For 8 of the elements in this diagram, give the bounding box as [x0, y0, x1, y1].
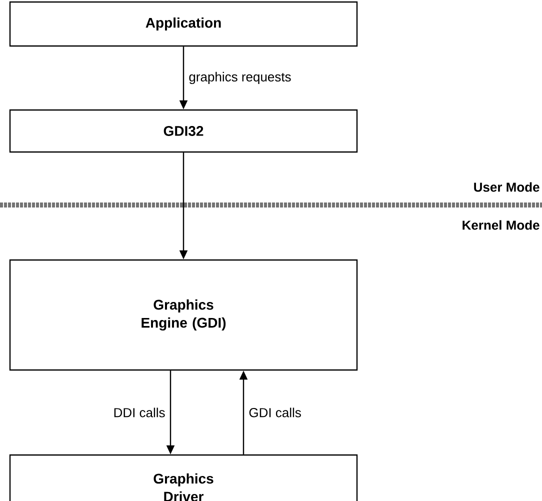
edge-label: DDI calls [114, 408, 165, 418]
mode-label: User Mode [474, 182, 540, 192]
mode-label: Kernel Mode [462, 220, 540, 230]
edge-label: GDI calls [249, 408, 301, 418]
edge-label: graphics requests [189, 72, 291, 84]
process-box: Application [9, 1, 358, 47]
process-box: GDI32 [9, 109, 358, 153]
process-box: Graphics Engine (GDI) [9, 259, 358, 371]
